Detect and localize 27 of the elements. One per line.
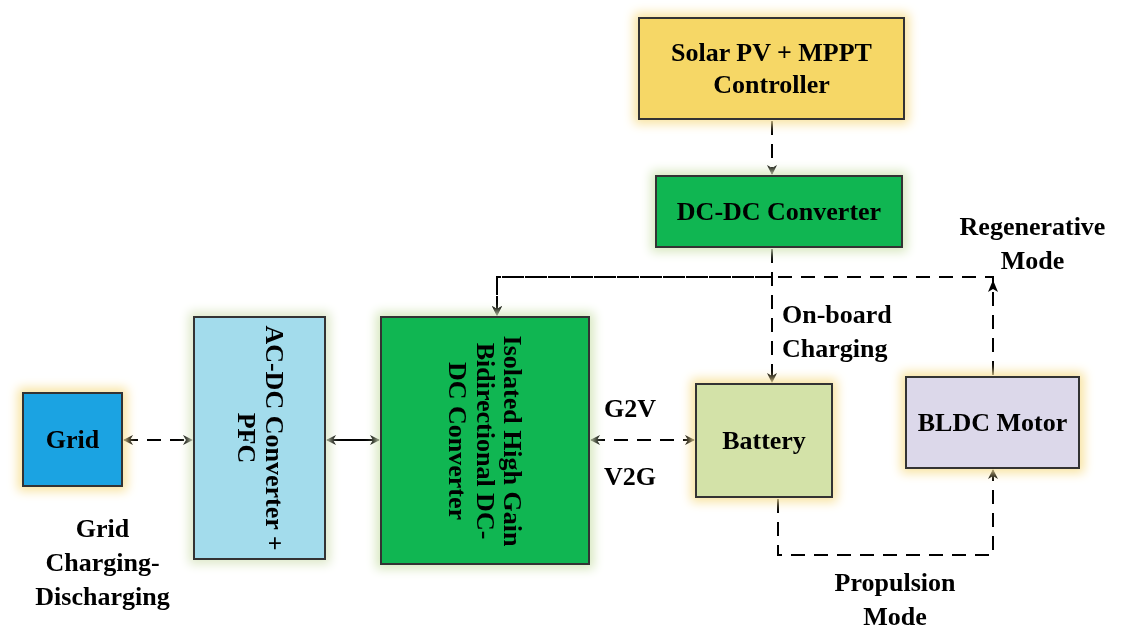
block-label: Grid	[44, 423, 101, 456]
connector-arrow	[767, 120, 777, 175]
edge-label: Propulsion Mode	[833, 567, 957, 630]
motor-block	[905, 376, 1080, 469]
text-label: V2G	[603, 461, 657, 493]
connector-arrow	[123, 435, 193, 445]
edge-label: On-board Charging	[782, 299, 893, 365]
block-label: DC-DC Converter	[675, 195, 883, 228]
controller-block	[638, 17, 905, 120]
connector-arrow	[492, 276, 994, 376]
battery-block	[695, 383, 833, 498]
converter-block	[193, 316, 326, 560]
connector-arrow	[767, 248, 777, 383]
block-label: AC-DC Converter + PFC	[232, 324, 287, 552]
block-label: Battery	[721, 424, 807, 457]
edge-label: Regenerative Mode	[958, 211, 1107, 277]
node-label: Grid Charging-Discharging	[34, 513, 171, 613]
converter-block	[380, 316, 590, 565]
connector-arrow	[777, 469, 998, 556]
grid-block	[22, 392, 123, 487]
block-label: Isolated High Gain Bidirectional DC-DC Converter	[444, 334, 526, 548]
connector-arrow	[326, 435, 380, 445]
connector-arrow	[590, 435, 695, 445]
edge-label: G2V	[603, 393, 657, 425]
block-label: BLDC Motor	[916, 406, 1069, 439]
block-label: Solar PV + MPPT Controller	[670, 37, 873, 100]
converter-block	[655, 175, 903, 248]
